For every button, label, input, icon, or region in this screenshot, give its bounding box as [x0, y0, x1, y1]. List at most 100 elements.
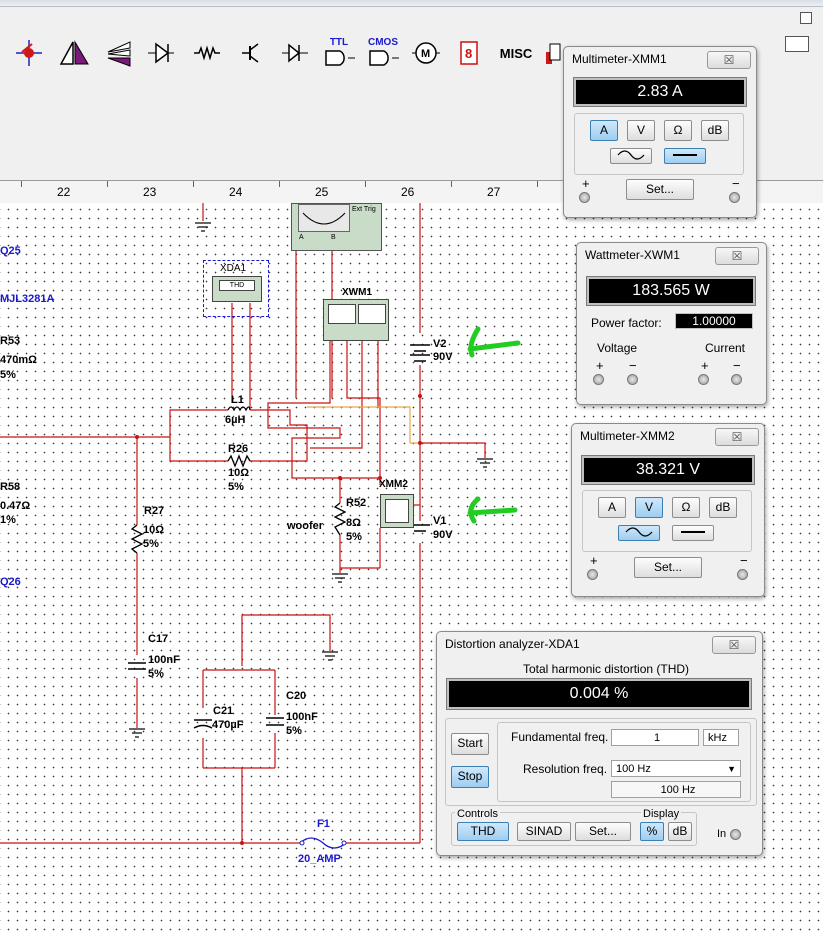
- c20-tol: 5%: [286, 725, 302, 737]
- plus-label: +: [590, 553, 598, 568]
- wattmeter-xwm1-window[interactable]: Wattmeter-XWM1 ☒ 183.565 W Power factor:…: [576, 242, 767, 405]
- xmm2-symbol[interactable]: [380, 494, 414, 528]
- v2-value: 90V: [433, 351, 453, 363]
- plus-terminal[interactable]: [587, 569, 598, 580]
- r53-tol: 5%: [0, 369, 16, 381]
- minus-terminal[interactable]: [737, 569, 748, 580]
- in-label: In: [717, 828, 727, 840]
- close-button[interactable]: ☒: [715, 428, 759, 446]
- wattmeter-v-face: [328, 304, 356, 324]
- c17-label: C17: [148, 633, 169, 645]
- stop-button[interactable]: Stop: [451, 766, 489, 788]
- ruler-tick-label: 25: [315, 185, 329, 199]
- ruler-tick-label: 24: [229, 185, 243, 199]
- db-button[interactable]: dB: [668, 822, 692, 841]
- multimeter-xmm1-window[interactable]: Multimeter-XMM1 ☒ 2.83 A A V Ω dB + − Se…: [563, 46, 757, 218]
- oscilloscope-symbol[interactable]: Ext Trig A B: [291, 203, 382, 251]
- percent-button[interactable]: %: [640, 822, 664, 841]
- mode-a-button[interactable]: A: [590, 120, 618, 141]
- resistor-icon[interactable]: [192, 38, 222, 68]
- mode-v-button[interactable]: V: [635, 497, 663, 518]
- c17-value: 100nF: [148, 654, 180, 666]
- ac-button[interactable]: [618, 525, 660, 541]
- mode-ohm-button[interactable]: Ω: [672, 497, 700, 518]
- close-button[interactable]: ☒: [712, 636, 756, 654]
- set-button[interactable]: Set...: [575, 822, 631, 841]
- window-restore-icon[interactable]: [800, 12, 812, 24]
- r58-value: 0.47Ω: [0, 500, 31, 512]
- schematic-wires: [0, 203, 521, 849]
- settings-group: [445, 718, 757, 806]
- power-diode-icon[interactable]: [280, 38, 310, 68]
- current-minus-terminal[interactable]: [731, 374, 742, 385]
- close-button[interactable]: ☒: [707, 51, 751, 69]
- mode-db-button[interactable]: dB: [701, 120, 729, 141]
- fundamental-freq-input[interactable]: 1: [611, 729, 699, 746]
- indicator-icon[interactable]: 8: [455, 38, 483, 68]
- c17-tol: 5%: [148, 668, 164, 680]
- cmos-icon[interactable]: CMOS: [364, 38, 402, 68]
- dc-button[interactable]: [672, 525, 714, 541]
- multimeter-xmm2-window[interactable]: Multimeter-XMM2 ☒ 38.321 V A V Ω dB + − …: [571, 423, 765, 597]
- ruler-tick-label: 22: [57, 185, 71, 199]
- sinad-button[interactable]: SINAD: [517, 822, 571, 841]
- reading-display: 183.565 W: [586, 276, 756, 306]
- power-factor-label: Power factor:: [591, 316, 662, 330]
- ac-button[interactable]: [610, 148, 652, 164]
- set-button[interactable]: Set...: [626, 179, 694, 200]
- minus-label: −: [732, 176, 740, 191]
- mode-a-button[interactable]: A: [598, 497, 626, 518]
- mode-db-button[interactable]: dB: [709, 497, 737, 518]
- c21-label: C21: [213, 705, 234, 717]
- dc-line-icon: [673, 154, 697, 156]
- power-factor-value: 1.00000: [675, 313, 753, 329]
- scope-screen: [298, 204, 350, 232]
- cmos-label: CMOS: [368, 37, 398, 48]
- plus-label: +: [582, 176, 590, 191]
- fundamental-freq-unit[interactable]: kHz: [703, 729, 739, 746]
- ttl-icon[interactable]: TTL: [320, 38, 358, 68]
- r53-label: R53: [0, 335, 21, 347]
- resolution-freq-display: 100 Hz: [611, 781, 741, 798]
- v1-label: V1: [433, 515, 447, 527]
- dropdown-arrow-icon: ▼: [727, 764, 736, 774]
- current-plus-terminal[interactable]: [698, 374, 709, 385]
- mode-group: [582, 490, 752, 552]
- transistor-icon[interactable]: [236, 38, 266, 68]
- window-title: Wattmeter-XWM1: [585, 248, 680, 262]
- ruler-tick-label: 27: [487, 185, 501, 199]
- misc-digital-icon[interactable]: M: [410, 38, 442, 68]
- close-button[interactable]: ☒: [715, 247, 759, 265]
- diode-icon[interactable]: [146, 38, 176, 68]
- minus-terminal[interactable]: [729, 192, 740, 203]
- i-plus-label: +: [701, 358, 709, 373]
- misc-label[interactable]: MISC: [499, 45, 533, 61]
- analog-icon[interactable]: [58, 38, 92, 68]
- set-button[interactable]: Set...: [634, 557, 702, 578]
- partial-icon[interactable]: [542, 38, 562, 68]
- distortion-analyzer-window[interactable]: Distortion analyzer-XDA1 ☒ Total harmoni…: [436, 631, 763, 856]
- basic-icon[interactable]: [104, 38, 134, 68]
- probe-icon[interactable]: [14, 38, 44, 68]
- xwm1-symbol[interactable]: [323, 299, 389, 341]
- plus-terminal[interactable]: [579, 192, 590, 203]
- xda1-symbol[interactable]: XDA1 THD: [203, 260, 269, 317]
- ruler-tick-label: 23: [143, 185, 157, 199]
- l1-value: 6µH: [225, 414, 246, 426]
- resolution-freq-select[interactable]: 100 Hz ▼: [611, 760, 741, 777]
- svg-text:8: 8: [465, 46, 472, 61]
- v-minus-label: −: [629, 358, 637, 373]
- start-button[interactable]: Start: [451, 733, 489, 755]
- minus-label: −: [740, 553, 748, 568]
- thd-button[interactable]: THD: [457, 822, 509, 841]
- voltage-plus-terminal[interactable]: [593, 374, 604, 385]
- panel-icon[interactable]: [785, 36, 809, 52]
- q26-label: Q26: [0, 576, 21, 588]
- fundamental-freq-label: Fundamental freq.: [511, 730, 609, 744]
- mode-ohm-button[interactable]: Ω: [664, 120, 692, 141]
- input-terminal[interactable]: [730, 829, 741, 840]
- mode-v-button[interactable]: V: [627, 120, 655, 141]
- r27-tol: 5%: [143, 538, 159, 550]
- voltage-minus-terminal[interactable]: [627, 374, 638, 385]
- dc-button[interactable]: [664, 148, 706, 164]
